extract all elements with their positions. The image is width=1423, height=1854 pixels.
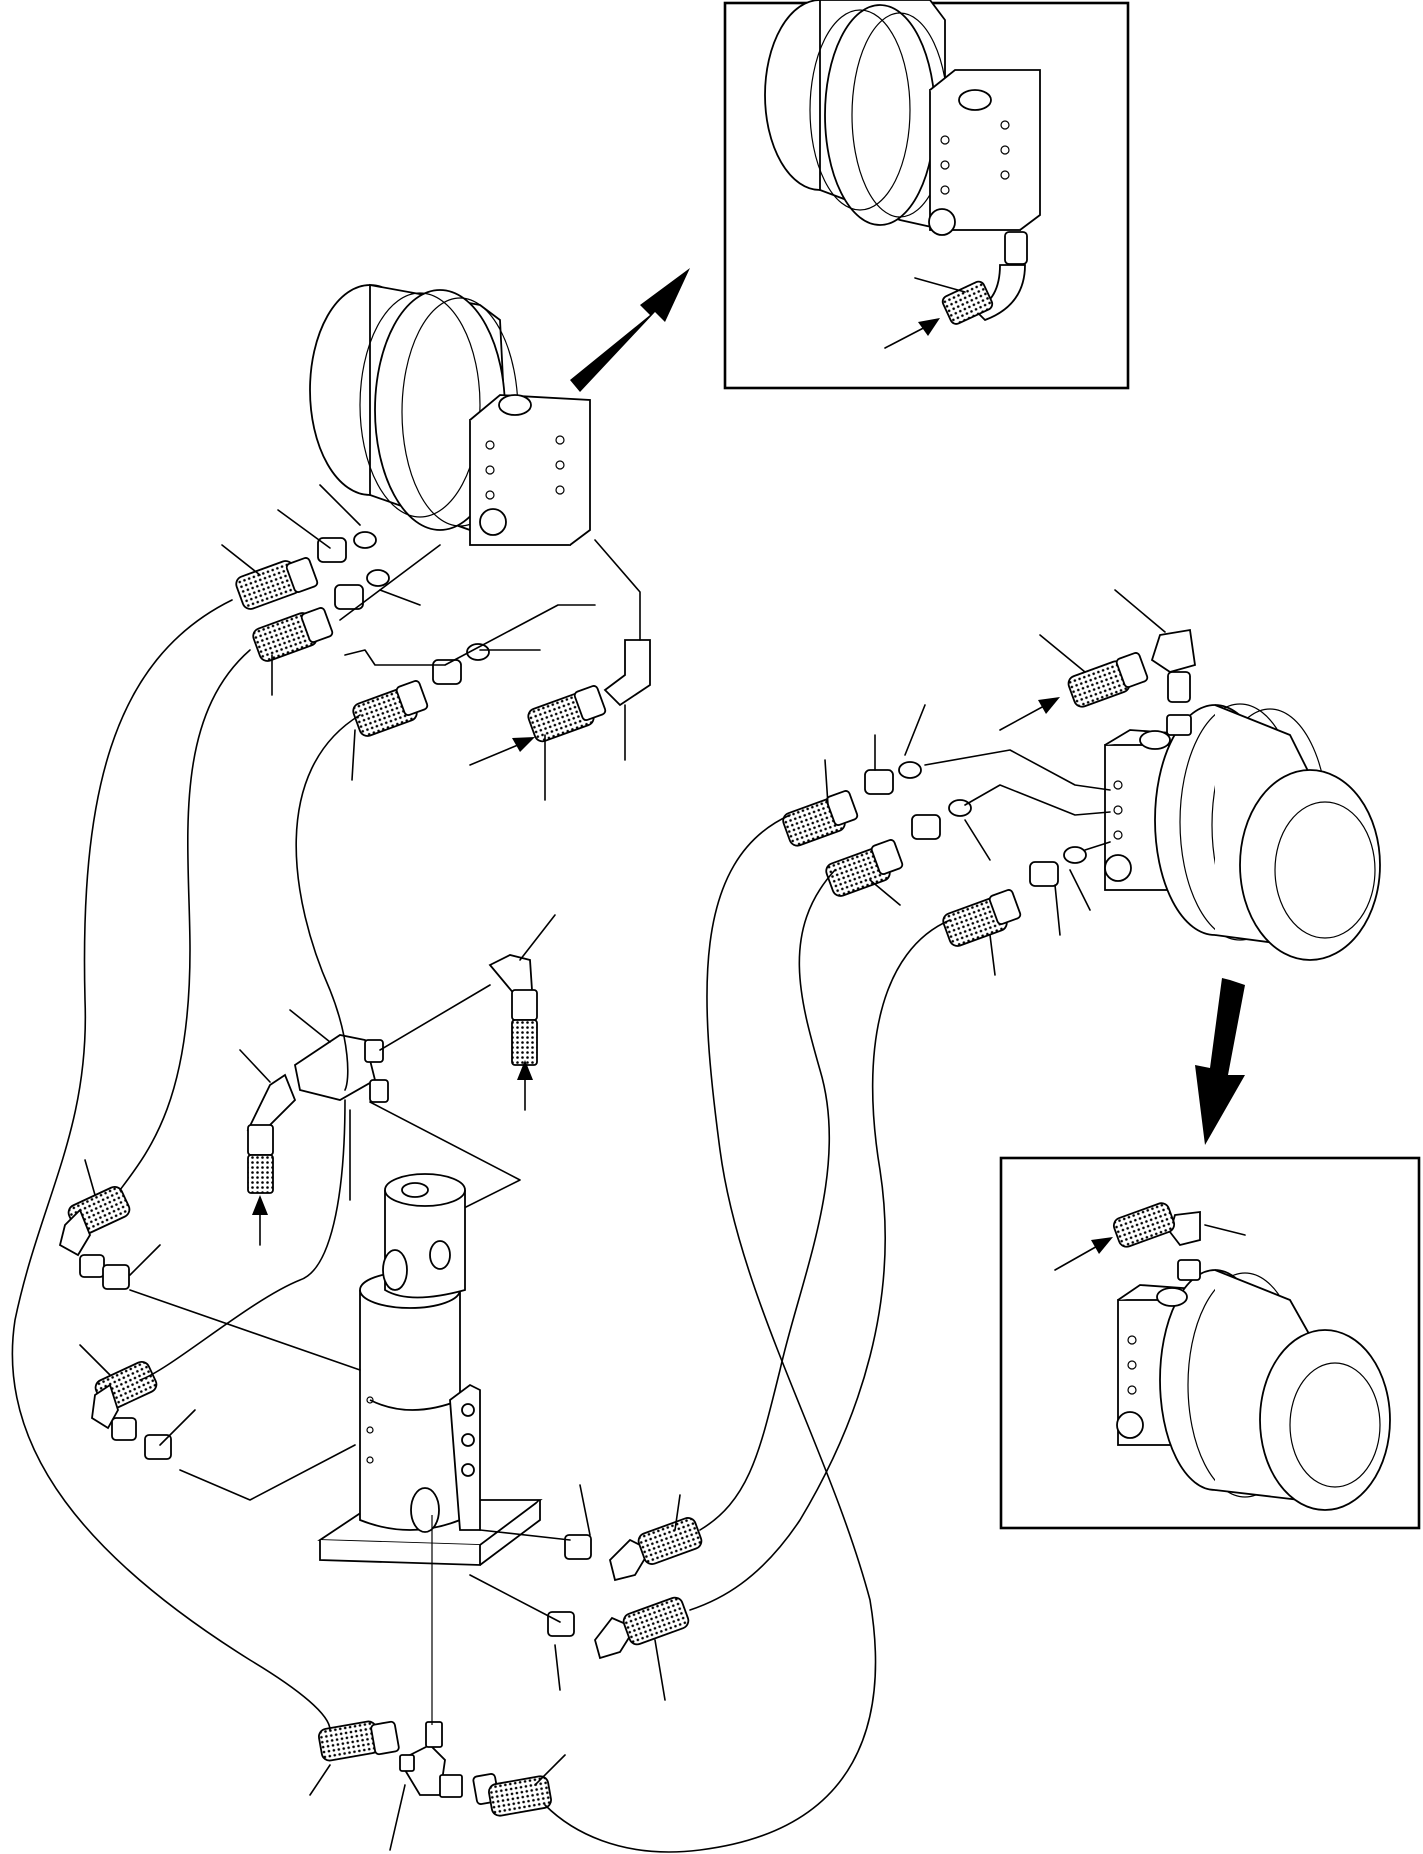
inset-top-arrow-head bbox=[918, 318, 940, 336]
right-swivel-fittings bbox=[469, 1484, 703, 1701]
adapter-2 bbox=[334, 584, 364, 610]
swivel-joint bbox=[317, 1173, 543, 1566]
o-ring-2 bbox=[366, 569, 390, 587]
adapter-3 bbox=[432, 659, 462, 685]
middle-tee-assembly bbox=[239, 914, 556, 1246]
o-ring-1 bbox=[353, 531, 377, 549]
right-travel-motor bbox=[1104, 703, 1381, 961]
left-swivel-fittings bbox=[58, 1159, 361, 1501]
detail-inset-top bbox=[723, 0, 1130, 390]
elbow-1 bbox=[603, 639, 651, 707]
bottom-tee-assembly bbox=[309, 1515, 566, 1851]
detail-inset-bottom bbox=[999, 1156, 1421, 1530]
elbow-4 bbox=[488, 954, 533, 997]
inset-top-callout bbox=[914, 277, 966, 293]
tee-fitting bbox=[293, 1034, 377, 1101]
elbow-2 bbox=[1150, 628, 1197, 673]
inset-fitting-top bbox=[941, 231, 1028, 325]
hose-lines bbox=[11, 599, 951, 1853]
o-ring-3 bbox=[466, 643, 490, 661]
inset-motor-bottom bbox=[1116, 1269, 1391, 1511]
right-motor-callouts bbox=[824, 589, 1166, 976]
inset-motor-top bbox=[764, 0, 1041, 236]
right-motor-fittings bbox=[782, 628, 1197, 947]
big-arrow-to-bottom-inset bbox=[1195, 978, 1245, 1145]
left-motor-callouts bbox=[221, 484, 626, 801]
left-motor-fittings bbox=[235, 531, 651, 743]
big-arrow-to-top-inset bbox=[570, 268, 690, 392]
left-travel-motor bbox=[309, 283, 591, 546]
